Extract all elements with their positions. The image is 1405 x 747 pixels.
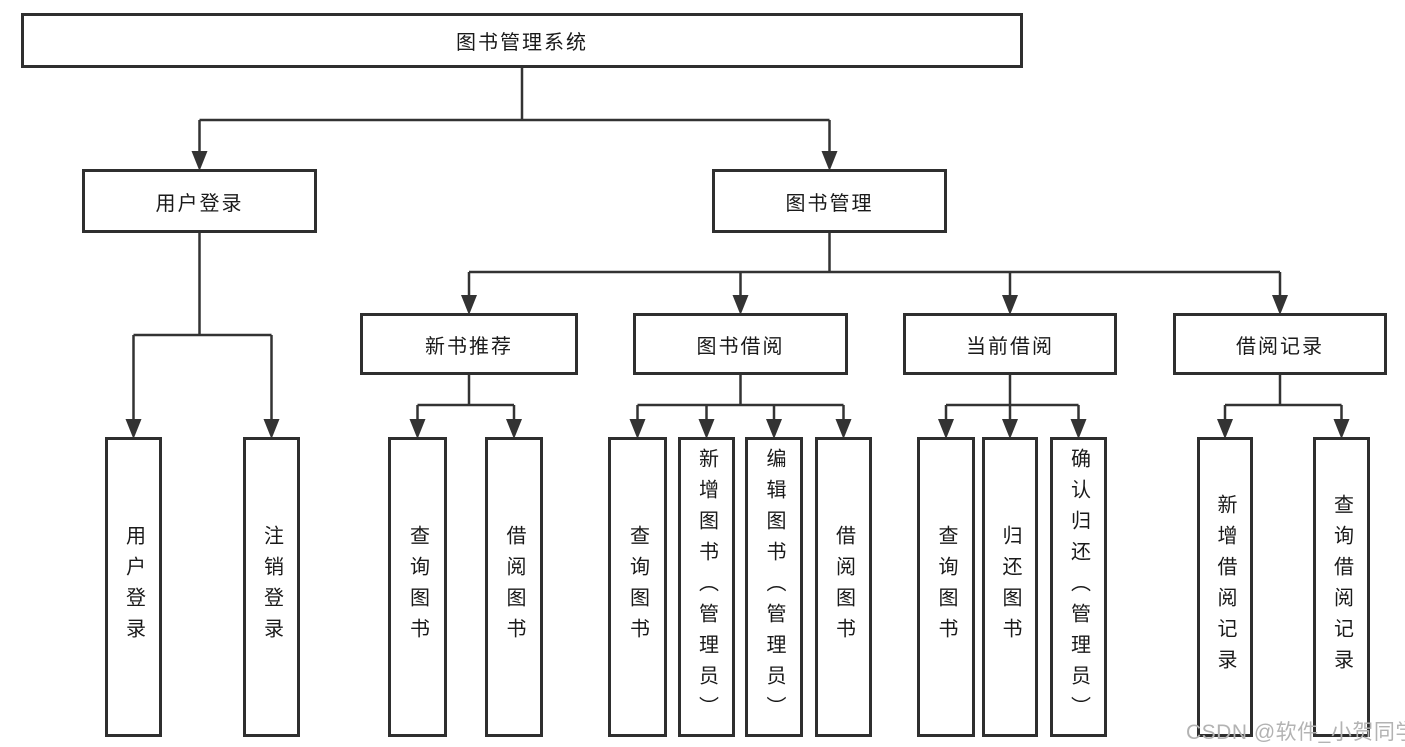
node-current-borrowing: 当前借阅 xyxy=(903,313,1117,375)
node-root-label: 图书管理系统 xyxy=(456,32,588,54)
node-borrowing-records-label: 借阅记录 xyxy=(1236,335,1324,358)
node-user-login-label: 用户登录 xyxy=(155,192,244,215)
node-book-borrowing-label: 图书借阅 xyxy=(696,335,785,358)
leaf-bb-add-books-label: 新增图书（管理员） xyxy=(695,447,718,727)
leaf-logout: 注销登录 xyxy=(243,437,300,737)
node-new-book-recommend: 新书推荐 xyxy=(360,313,578,375)
leaf-nb-borrow-books-label: 借阅图书 xyxy=(503,525,525,649)
node-book-management-label: 图书管理 xyxy=(785,192,874,215)
leaf-br-add-record: 新增借阅记录 xyxy=(1197,437,1253,737)
leaf-br-query-record-label: 查询借阅记录 xyxy=(1330,494,1353,680)
node-book-management: 图书管理 xyxy=(712,169,947,233)
leaf-bb-query-books: 查询图书 xyxy=(608,437,667,737)
csdn-watermark: CSDN @软件_小贺同学 xyxy=(1186,721,1405,744)
leaf-cb-query-books-label: 查询图书 xyxy=(935,525,957,649)
leaf-bb-add-books: 新增图书（管理员） xyxy=(678,437,735,737)
leaf-bb-edit-books: 编辑图书（管理员） xyxy=(745,437,803,737)
leaf-user-login-label: 用户登录 xyxy=(122,525,145,649)
leaf-cb-confirm-return: 确认归还（管理员） xyxy=(1050,437,1107,737)
node-borrowing-records: 借阅记录 xyxy=(1173,313,1387,375)
node-current-borrowing-label: 当前借阅 xyxy=(966,335,1054,358)
leaf-bb-query-books-label: 查询图书 xyxy=(626,525,649,649)
leaf-logout-label: 注销登录 xyxy=(260,525,283,649)
leaf-nb-borrow-books: 借阅图书 xyxy=(485,437,543,737)
leaf-nb-query-books: 查询图书 xyxy=(388,437,447,737)
leaf-bb-edit-books-label: 编辑图书（管理员） xyxy=(763,447,785,727)
leaf-br-add-record-label: 新增借阅记录 xyxy=(1214,494,1236,680)
node-user-login: 用户登录 xyxy=(82,169,317,233)
leaf-cb-query-books: 查询图书 xyxy=(917,437,975,737)
leaf-bb-borrow-books: 借阅图书 xyxy=(815,437,872,737)
node-book-borrowing: 图书借阅 xyxy=(633,313,848,375)
leaf-cb-return-books-label: 归还图书 xyxy=(999,525,1021,649)
node-root-system: 图书管理系统 xyxy=(21,13,1023,68)
leaf-user-login: 用户登录 xyxy=(105,437,162,737)
leaf-bb-borrow-books-label: 借阅图书 xyxy=(832,525,855,649)
node-new-book-recommend-label: 新书推荐 xyxy=(425,335,513,358)
leaf-br-query-record: 查询借阅记录 xyxy=(1313,437,1370,737)
leaf-nb-query-books-label: 查询图书 xyxy=(406,525,429,649)
leaf-cb-confirm-return-label: 确认归还（管理员） xyxy=(1067,447,1090,727)
leaf-cb-return-books: 归还图书 xyxy=(982,437,1038,737)
